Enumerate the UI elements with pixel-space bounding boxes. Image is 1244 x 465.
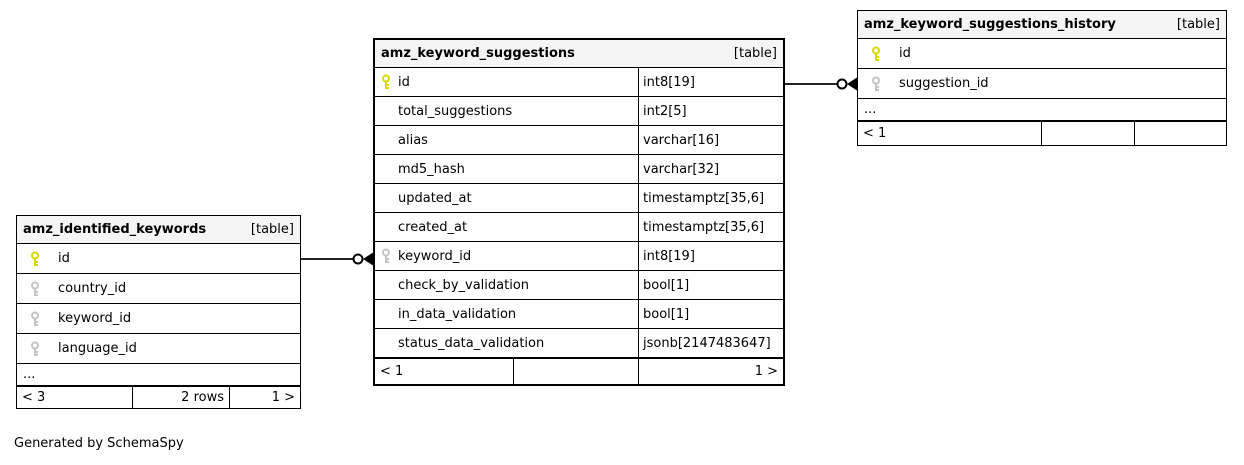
table-header[interactable]: amz_keyword_suggestions_history [table]: [858, 11, 1226, 39]
key-slot: [380, 190, 392, 206]
relationship-connector-suggestions-to-history: [785, 77, 857, 91]
column-name: updated_at: [398, 190, 472, 206]
column-name: country_id: [58, 281, 127, 296]
column-name: status_data_validation: [398, 335, 545, 351]
zero-or-circle-icon: [352, 253, 364, 265]
table-row: created_at timestamptz[35,6]: [375, 213, 783, 242]
column-name: created_at: [398, 219, 468, 235]
column-name: id: [58, 251, 70, 266]
table-row: total_suggestions int2[5]: [375, 97, 783, 126]
table-badge: [table]: [1176, 17, 1220, 32]
column-type: bool[1]: [638, 300, 783, 328]
table-row: updated_at timestamptz[35,6]: [375, 184, 783, 213]
column-name: keyword_id: [398, 248, 472, 264]
table-header[interactable]: amz_keyword_suggestions [table]: [375, 40, 783, 68]
table-row: in_data_validation bool[1]: [375, 300, 783, 329]
table-row: country_id: [17, 274, 300, 304]
table-name: amz_keyword_suggestions_history: [864, 17, 1116, 32]
table-row: id: [858, 39, 1226, 69]
table-badge: [table]: [250, 222, 294, 237]
relationship-connector-identified-to-suggestions: [301, 252, 373, 266]
table-badge: [table]: [733, 46, 777, 61]
pager-next: [1134, 122, 1226, 145]
generator-note: Generated by SchemaSpy: [14, 436, 184, 451]
table-row: id: [17, 244, 300, 274]
column-type: int8[19]: [638, 242, 783, 270]
column-name: id: [899, 46, 911, 61]
primary-key-icon: [380, 74, 392, 90]
key-slot: [380, 161, 392, 177]
key-slot: [380, 103, 392, 119]
table-row: check_by_validation bool[1]: [375, 271, 783, 300]
column-type: timestamptz[35,6]: [638, 184, 783, 212]
row-count: 2 rows: [132, 387, 229, 408]
table-amz-keyword-suggestions-history[interactable]: amz_keyword_suggestions_history [table] …: [857, 10, 1227, 146]
column-name: language_id: [58, 341, 137, 356]
table-row: alias varchar[16]: [375, 126, 783, 155]
column-type: varchar[16]: [638, 126, 783, 154]
column-type: timestamptz[35,6]: [638, 213, 783, 241]
table-footer: < 1 1 >: [375, 358, 783, 384]
foreign-key-icon: [870, 76, 882, 92]
primary-key-icon: [870, 46, 882, 62]
column-type: int8[19]: [638, 68, 783, 96]
column-name: md5_hash: [398, 161, 465, 177]
column-name: keyword_id: [58, 311, 132, 326]
table-footer: < 3 2 rows 1 >: [17, 386, 300, 408]
zero-or-circle-icon: [836, 78, 848, 90]
key-slot: [380, 306, 392, 322]
pager-prev[interactable]: < 1: [380, 364, 404, 379]
crows-foot-icon: [847, 77, 857, 91]
crows-foot-icon: [363, 252, 373, 266]
foreign-key-icon: [380, 248, 392, 264]
foreign-key-icon: [29, 281, 41, 297]
pager-next[interactable]: 1 >: [229, 387, 300, 408]
pager-next[interactable]: 1 >: [638, 359, 783, 384]
key-slot: [380, 277, 392, 293]
table-row: id int8[19]: [375, 68, 783, 97]
ellipsis-row: ...: [858, 99, 1226, 121]
table-row: keyword_id int8[19]: [375, 242, 783, 271]
column-name: in_data_validation: [398, 306, 517, 322]
key-slot: [380, 132, 392, 148]
primary-key-icon: [29, 251, 41, 267]
pager-prev[interactable]: < 1: [863, 126, 887, 141]
footer-spacer: [513, 359, 638, 384]
column-name: total_suggestions: [398, 103, 513, 119]
column-name: id: [398, 74, 410, 90]
table-row: suggestion_id: [858, 69, 1226, 99]
foreign-key-icon: [29, 341, 41, 357]
column-name: check_by_validation: [398, 277, 530, 293]
column-name: alias: [398, 132, 428, 148]
footer-spacer: [1041, 122, 1134, 145]
key-slot: [380, 219, 392, 235]
table-row: keyword_id: [17, 304, 300, 334]
ellipsis-row: ...: [17, 364, 300, 386]
column-type: varchar[32]: [638, 155, 783, 183]
column-type: bool[1]: [638, 271, 783, 299]
table-amz-keyword-suggestions[interactable]: amz_keyword_suggestions [table] id int8[…: [373, 38, 785, 386]
column-type: int2[5]: [638, 97, 783, 125]
foreign-key-icon: [29, 311, 41, 327]
table-header[interactable]: amz_identified_keywords [table]: [17, 216, 300, 244]
key-slot: [380, 335, 392, 351]
table-row: language_id: [17, 334, 300, 364]
column-name: suggestion_id: [899, 76, 989, 91]
pager-prev[interactable]: < 3: [22, 390, 46, 405]
column-type: jsonb[2147483647]: [638, 329, 783, 357]
table-row: status_data_validation jsonb[2147483647]: [375, 329, 783, 358]
table-row: md5_hash varchar[32]: [375, 155, 783, 184]
table-amz-identified-keywords[interactable]: amz_identified_keywords [table] id count…: [16, 215, 301, 409]
table-footer: < 1: [858, 121, 1226, 145]
table-name: amz_keyword_suggestions: [381, 46, 575, 61]
table-name: amz_identified_keywords: [23, 222, 207, 237]
